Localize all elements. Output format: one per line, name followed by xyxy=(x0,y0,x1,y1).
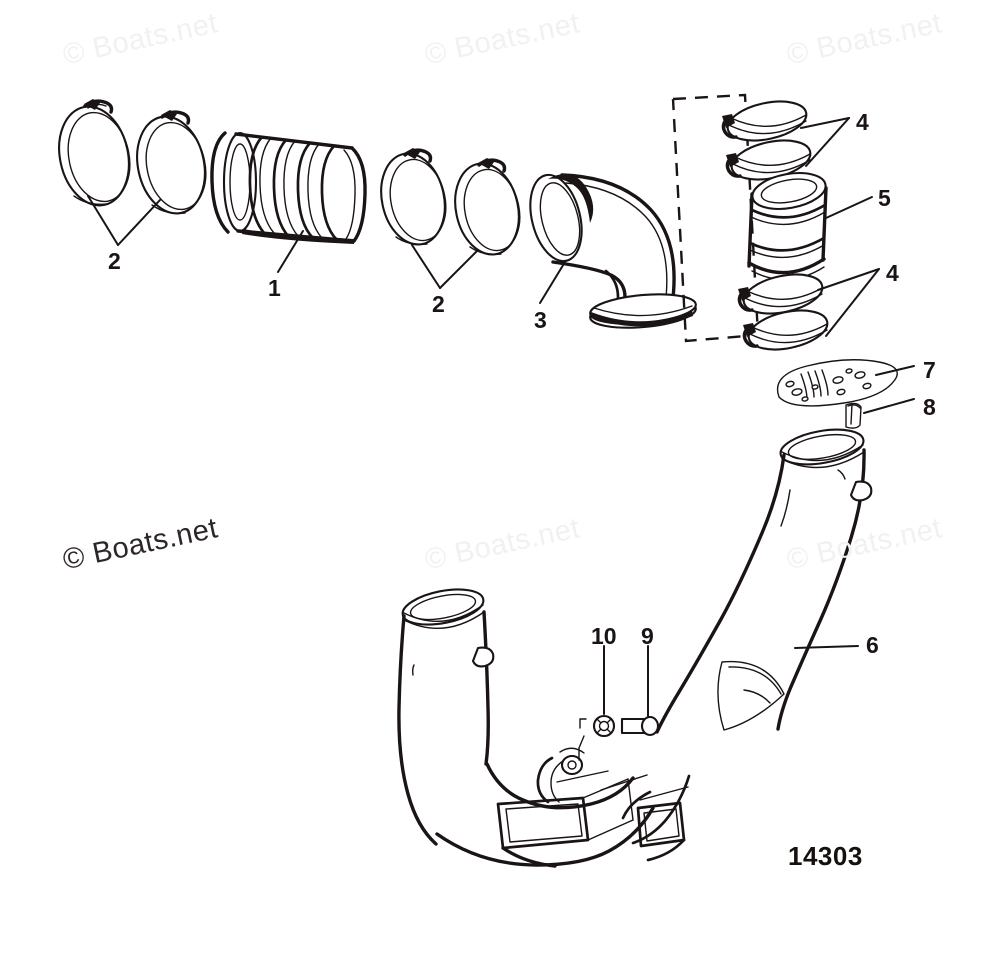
part-hose-clamp-2c xyxy=(380,148,447,246)
part-hose-clamp-4a xyxy=(721,100,808,142)
part-washer-10 xyxy=(578,714,616,761)
callout-1: 1 xyxy=(268,275,281,301)
part-bolt-9 xyxy=(620,715,660,737)
part-hose-sleeve-5 xyxy=(747,172,828,281)
callout-4-top: 4 xyxy=(856,109,869,135)
leader-4-bottom xyxy=(817,268,880,291)
callout-2-left: 2 xyxy=(108,248,121,274)
callout-5: 5 xyxy=(878,185,891,211)
part-spacer-8 xyxy=(845,402,862,429)
callout-4-bottom: 4 xyxy=(886,260,899,286)
callout-3: 3 xyxy=(534,307,547,333)
leader-4-top xyxy=(800,117,850,129)
leader-2-right xyxy=(411,244,441,289)
part-hose-clamp-2a xyxy=(58,99,131,207)
callout-10: 10 xyxy=(591,623,617,649)
part-hose-clamp-2d xyxy=(454,158,521,256)
leader-7 xyxy=(875,365,915,376)
part-hose-clamp-2b xyxy=(136,110,207,215)
leader-1 xyxy=(277,230,304,273)
leader-6 xyxy=(794,645,859,649)
leader-5 xyxy=(825,196,873,219)
leader-8 xyxy=(863,398,915,414)
callout-9: 9 xyxy=(641,623,654,649)
leader-3 xyxy=(539,261,566,304)
drawing-number: 14303 xyxy=(788,841,863,871)
part-y-pipe-manifold-6 xyxy=(397,428,873,868)
callout-7: 7 xyxy=(923,357,936,383)
part-hose-clamp-4c xyxy=(737,273,824,315)
part-hose-clamp-4d xyxy=(742,309,829,351)
leader-2-left xyxy=(87,195,119,246)
callout-8: 8 xyxy=(923,394,936,420)
callout-6: 6 xyxy=(866,632,879,658)
callout-2-right: 2 xyxy=(432,291,445,317)
part-gasket-7 xyxy=(776,359,898,407)
part-exhaust-elbow-3 xyxy=(529,173,697,329)
part-bellows-hose-1 xyxy=(210,131,367,244)
